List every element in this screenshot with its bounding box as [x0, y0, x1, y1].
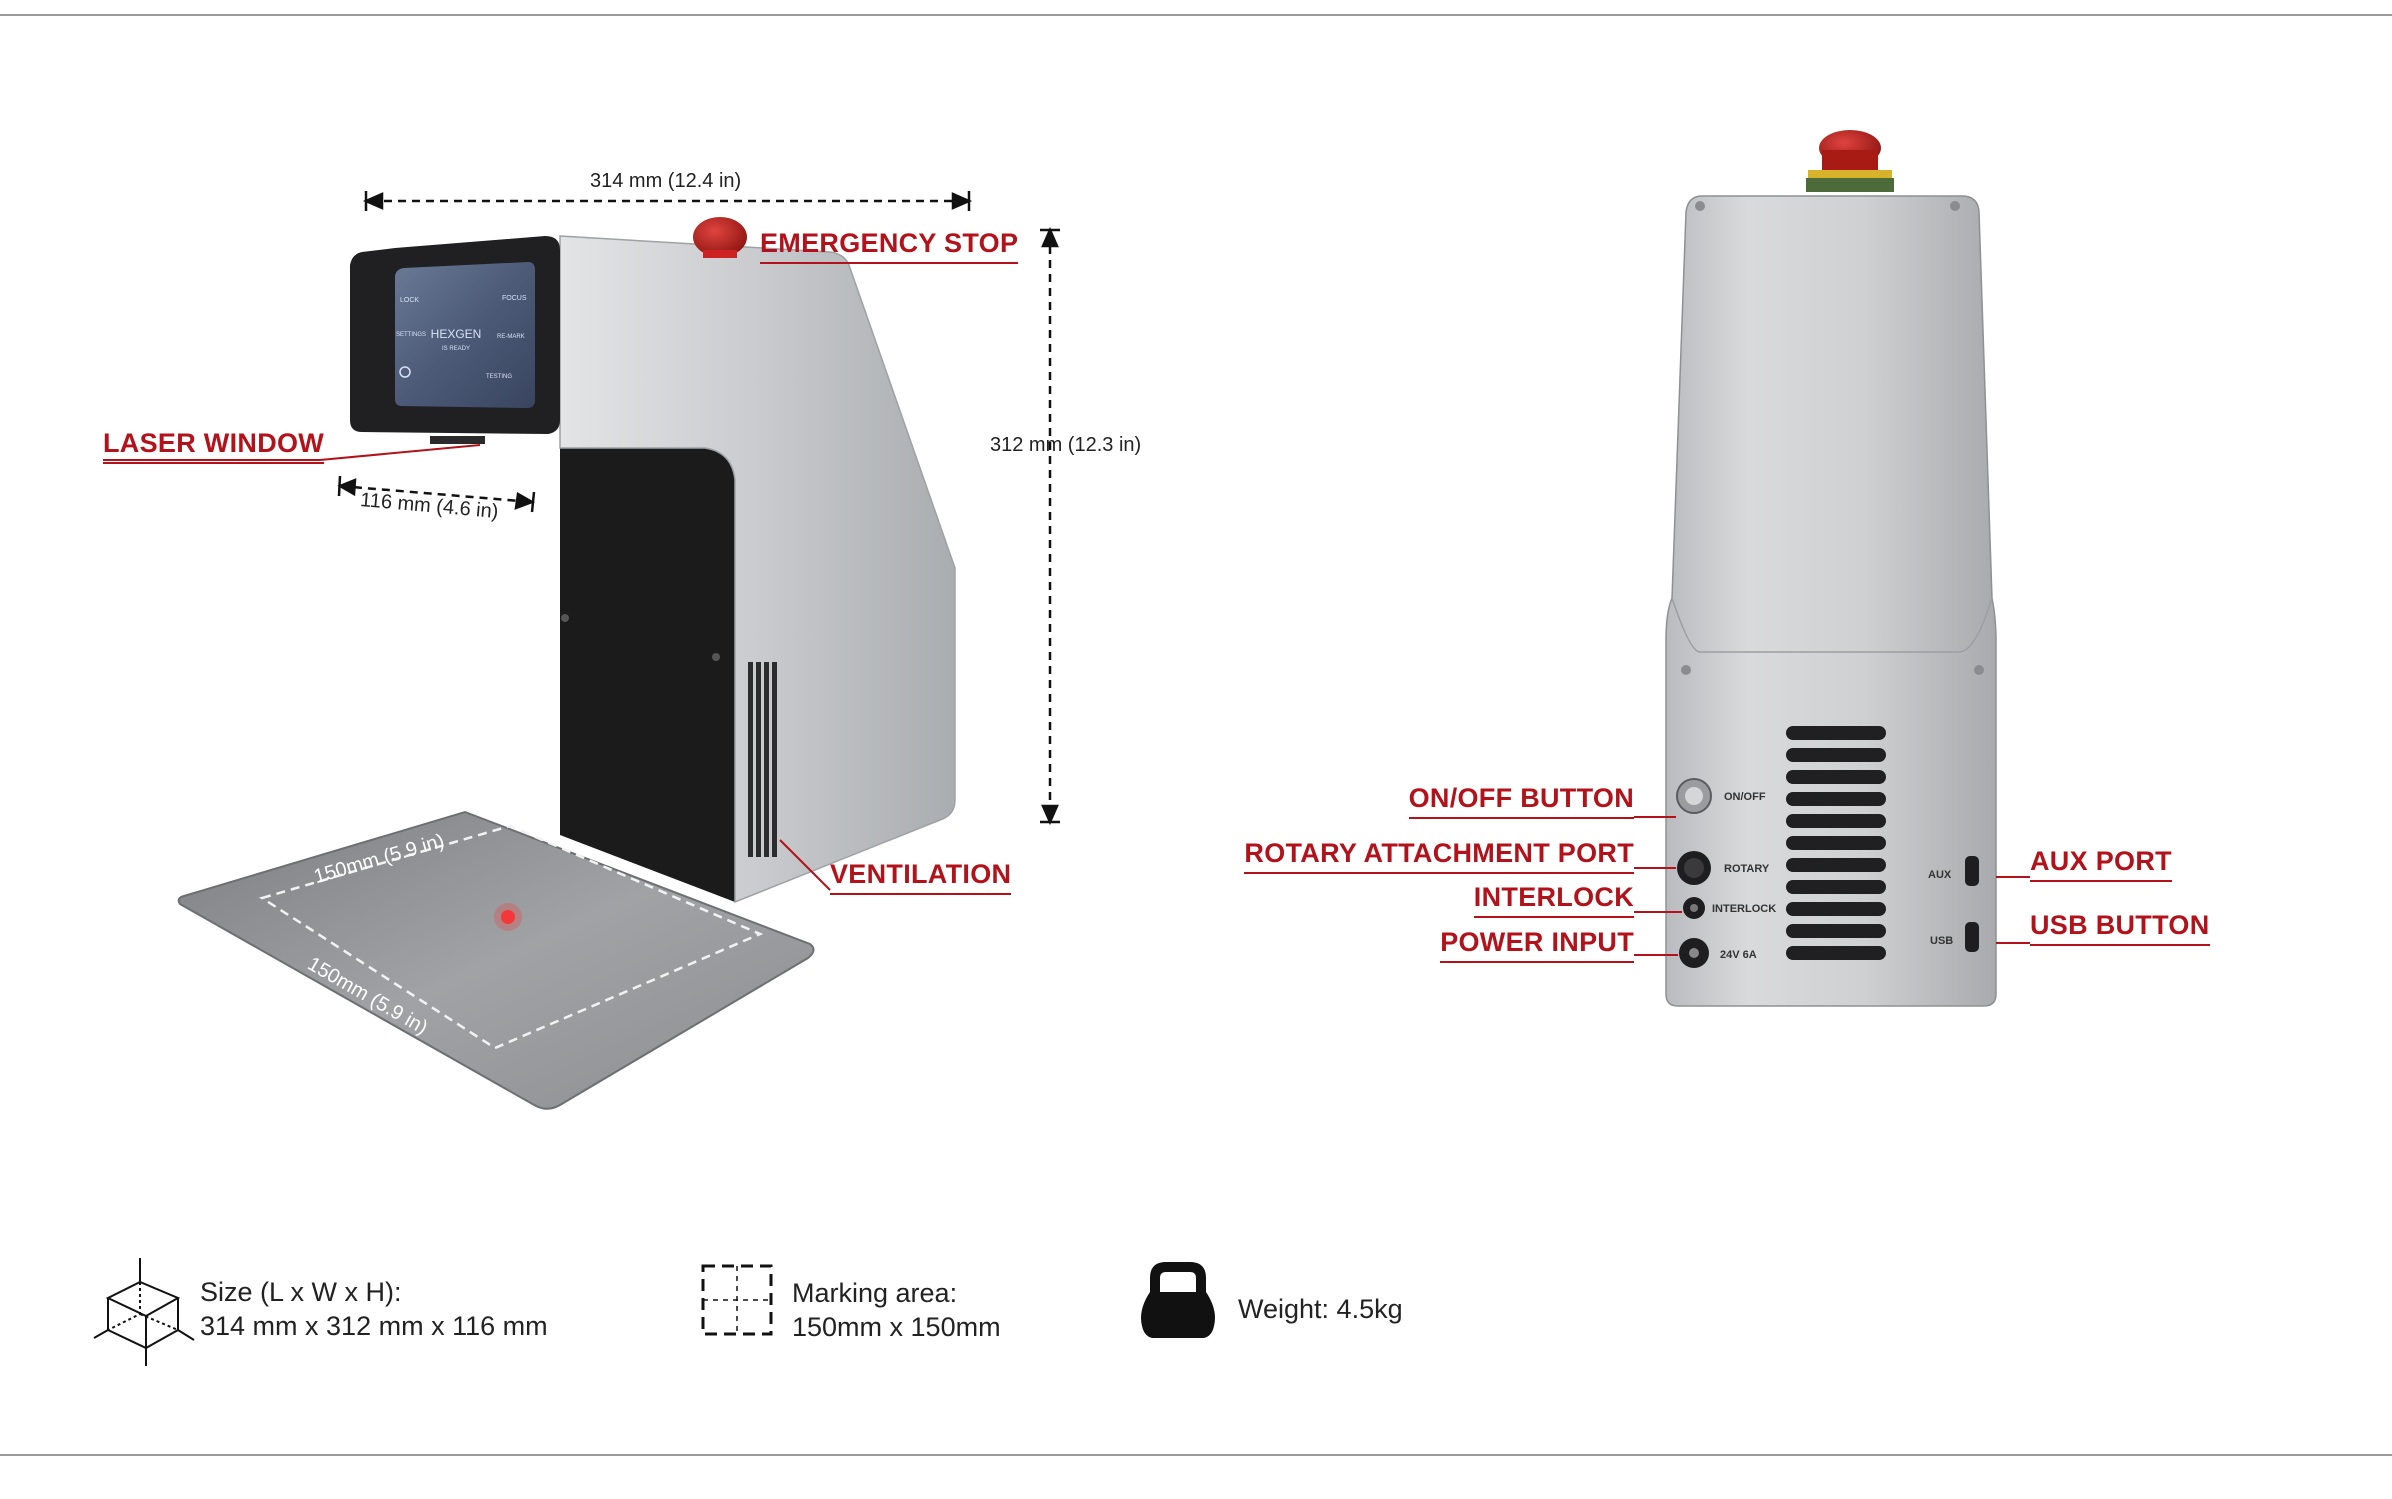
callout-emergency-stop: EMERGENCY STOP — [760, 228, 1019, 264]
callout-rotary-port: ROTARY ATTACHMENT PORT — [1244, 838, 1634, 874]
machine-back-view: ON/OFF ROTARY INTERLOCK 24V 6A AUX USB — [1665, 130, 1997, 1007]
touchscreen — [395, 262, 535, 408]
screen-power-icon — [399, 366, 411, 378]
screen-lock: LOCK — [400, 297, 419, 304]
marking-bed — [177, 810, 815, 1110]
back-vent-grille — [1786, 726, 1886, 960]
power-jack — [1679, 938, 1709, 968]
aux-port — [1965, 856, 1979, 886]
laser-dot — [501, 910, 515, 924]
screen-settings: SETTINGS — [396, 332, 426, 338]
spec-area-value: 150mm x 150mm — [792, 1312, 1001, 1342]
spec-area-title: Marking area: — [792, 1278, 958, 1308]
power-button — [1676, 778, 1712, 814]
spec-weight-value: Weight: 4.5kg — [1238, 1294, 1403, 1324]
screen-brand: HEXGEN — [431, 327, 482, 341]
screen-focus: FOCUS — [502, 295, 527, 302]
panel-label-interlock: INTERLOCK — [1712, 903, 1776, 915]
spec-size-title: Size (L x W x H): — [200, 1277, 402, 1307]
dim-width-label: 314 mm (12.4 in) — [590, 170, 742, 192]
callout-leaders-left — [103, 444, 831, 891]
panel-label-usb: USB — [1930, 935, 1953, 947]
screen-status: IS READY — [442, 346, 470, 352]
interlock-jack — [1683, 897, 1705, 919]
spec-size: Size (L x W x H): 314 mm x 312 mm x 116 … — [200, 1275, 548, 1343]
machine-column — [545, 448, 735, 902]
machine-front-view: HEXGEN IS READY LOCK FOCUS SETTINGS RE-M… — [177, 217, 956, 1110]
panel-label-power: 24V 6A — [1720, 949, 1757, 961]
back-screws — [1681, 201, 1984, 675]
spec-weight: Weight: 4.5kg — [1238, 1292, 1403, 1326]
usb-port — [1965, 922, 1979, 952]
spec-marking-area: Marking area: 150mm x 150mm — [792, 1276, 1001, 1344]
ventilation-grille — [748, 662, 777, 857]
callout-on-off-button: ON/OFF BUTTON — [1408, 783, 1634, 819]
emergency-stop-button — [693, 217, 747, 257]
panel-label-rotary: ROTARY — [1724, 863, 1770, 875]
laser-window — [430, 436, 485, 444]
callout-usb-button: USB BUTTON — [2030, 910, 2210, 946]
top-divider — [0, 14, 2392, 16]
callout-leaders-right — [1634, 816, 2030, 956]
callout-laser-window: LASER WINDOW — [103, 428, 325, 464]
callout-interlock: INTERLOCK — [1473, 882, 1634, 918]
screen-testing: TESTING — [486, 374, 512, 380]
screen-remark: RE-MARK — [497, 334, 525, 340]
callout-ventilation: VENTILATION — [830, 859, 1012, 895]
callout-aux-port: AUX PORT — [2030, 846, 2172, 882]
panel-label-onoff: ON/OFF — [1724, 791, 1766, 803]
callout-power-input: POWER INPUT — [1440, 927, 1634, 963]
rotary-port — [1677, 851, 1711, 885]
bottom-divider — [0, 1454, 2392, 1456]
cube-icon — [93, 1258, 195, 1366]
marking-area-icon — [701, 1264, 773, 1336]
dim-height-label: 312 mm (12.3 in) — [990, 434, 1142, 456]
dimension-lines — [337, 191, 1060, 826]
kettlebell-icon — [1141, 1262, 1215, 1338]
machine-body — [559, 235, 956, 904]
panel-label-aux: AUX — [1928, 869, 1952, 881]
spec-size-value: 314 mm x 312 mm x 116 mm — [200, 1311, 548, 1341]
marking-area-outline — [259, 824, 764, 1050]
